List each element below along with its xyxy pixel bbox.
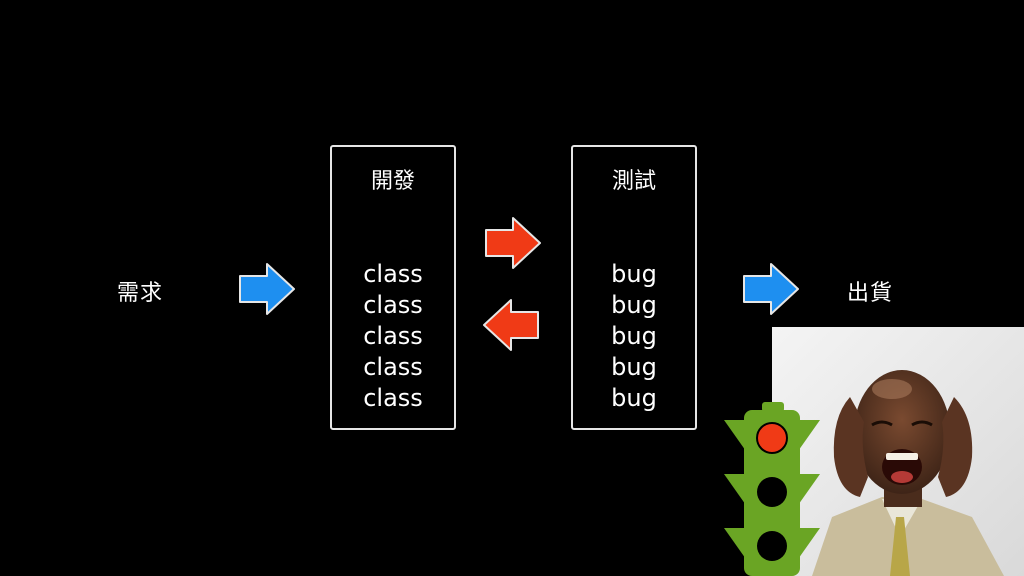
arrow-right-shape (239, 263, 295, 315)
tongue (891, 471, 913, 483)
testing-item: bug (611, 260, 657, 288)
development-items: class class class class class (332, 259, 454, 414)
development-item: class (363, 291, 423, 319)
green-light-off (757, 531, 787, 561)
testing-title: 測試 (611, 169, 656, 194)
development-item: class (363, 260, 423, 288)
testing-item: bug (611, 353, 657, 381)
development-box: 開發 class class class class class (330, 145, 456, 430)
red-light (756, 422, 788, 454)
right-hand (938, 397, 973, 497)
traffic-light-visor (796, 474, 820, 508)
arrow-right-red-shape (485, 217, 541, 269)
tie (890, 517, 910, 576)
shipping-label: 出貨 (847, 281, 894, 306)
traffic-light-visor (796, 420, 820, 454)
traffic-light-visor (724, 528, 748, 562)
requirement-label: 需求 (117, 281, 164, 306)
head (854, 370, 950, 494)
development-item: class (363, 384, 423, 412)
left-hand (833, 397, 868, 497)
development-item: class (363, 322, 423, 350)
arrow-left-red-shape (483, 299, 539, 351)
arrow-left-red-icon (483, 299, 539, 351)
testing-items: bug bug bug bug bug (573, 259, 695, 414)
suit (812, 497, 1004, 576)
yellow-light-off (757, 477, 787, 507)
traffic-light-cap (762, 402, 784, 412)
traffic-light-visor (724, 420, 748, 454)
testing-box: 測試 bug bug bug bug bug (571, 145, 697, 430)
testing-item: bug (611, 322, 657, 350)
arrow-right-icon (743, 263, 799, 315)
traffic-light-visor (724, 474, 748, 508)
right-eye (911, 420, 933, 427)
left-eye (871, 420, 893, 427)
arrow-right-shape (743, 263, 799, 315)
development-title: 開發 (370, 169, 415, 194)
development-item: class (363, 353, 423, 381)
testing-item: bug (611, 384, 657, 412)
teeth (886, 453, 918, 460)
traffic-light-icon (724, 402, 820, 576)
arrow-right-red-icon (485, 217, 541, 269)
arrow-right-icon (239, 263, 295, 315)
traffic-light-visor (796, 528, 820, 562)
testing-item: bug (611, 291, 657, 319)
head-shine (872, 379, 912, 399)
